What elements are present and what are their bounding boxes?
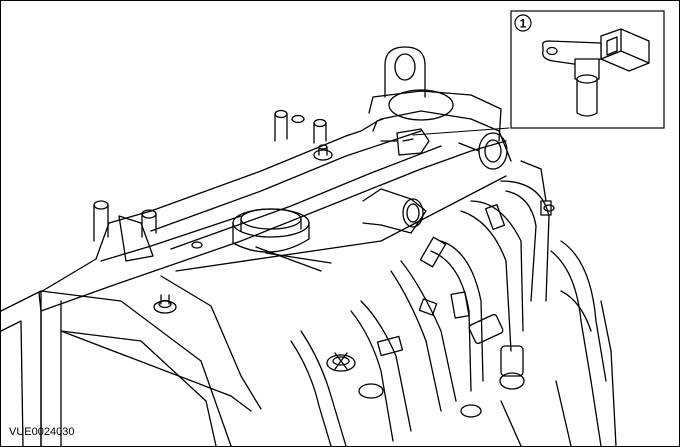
injectors <box>326 200 555 418</box>
timing-cover <box>1 290 232 446</box>
sensor-detail <box>541 28 650 117</box>
engine-block <box>500 160 617 446</box>
callout-leader-line <box>412 127 510 136</box>
cylinder-head-cover <box>38 110 512 446</box>
cover-bolts <box>93 109 327 262</box>
round-fitting <box>458 132 508 170</box>
callout-number-1: 1 <box>520 17 527 31</box>
fuel-lines <box>290 180 607 446</box>
sensor-installed <box>372 118 430 156</box>
callout-marker-1 <box>514 14 532 32</box>
oil-filler-cap <box>232 208 332 272</box>
breather-pipe <box>362 188 427 234</box>
lifting-eye <box>368 46 502 142</box>
figure-reference-code: VUE0024030 <box>9 426 75 438</box>
cover-top-bolts <box>153 144 333 314</box>
